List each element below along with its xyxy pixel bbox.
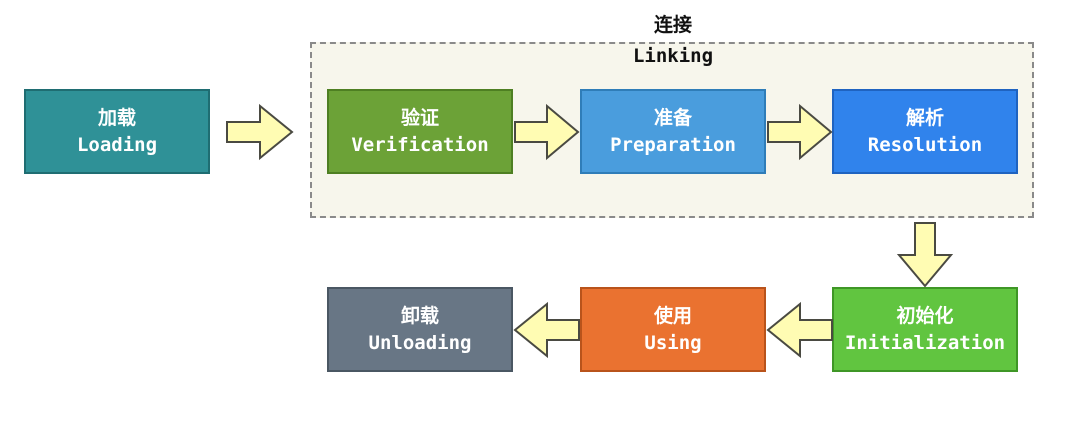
stage-resolution-en: Resolution [867, 133, 983, 156]
stage-initialization-zh: 初始化 [896, 304, 954, 327]
stage-unloading-en: Unloading [368, 331, 472, 354]
stage-initialization: 初始化 Initialization [832, 287, 1018, 372]
linking-title-zh: 连接 [653, 14, 692, 36]
arrow-preparation-to-resolution-icon [767, 103, 833, 161]
stage-loading: 加载 Loading [24, 89, 210, 174]
stage-verification-en: Verification [351, 133, 489, 156]
arrow-loading-to-linking-icon [226, 103, 294, 161]
stage-resolution: 解析 Resolution [832, 89, 1018, 174]
stage-initialization-en: Initialization [844, 331, 1006, 354]
arrow-initialization-to-using-icon [766, 301, 833, 359]
stage-unloading: 卸载 Unloading [327, 287, 513, 372]
stage-verification-zh: 验证 [400, 106, 439, 129]
stage-using: 使用 Using [580, 287, 766, 372]
stage-loading-en: Loading [76, 133, 158, 156]
stage-preparation: 准备 Preparation [580, 89, 766, 174]
stage-verification: 验证 Verification [327, 89, 513, 174]
arrow-resolution-to-initialization-icon [896, 222, 954, 288]
linking-title-en: Linking [632, 45, 714, 67]
stage-using-zh: 使用 [653, 304, 692, 327]
stage-unloading-zh: 卸载 [400, 304, 439, 327]
arrow-using-to-unloading-icon [513, 301, 580, 359]
stage-using-en: Using [644, 331, 702, 354]
stage-loading-zh: 加载 [97, 106, 136, 129]
stage-resolution-zh: 解析 [905, 106, 944, 129]
stage-preparation-zh: 准备 [653, 106, 692, 129]
arrow-verification-to-preparation-icon [514, 103, 580, 161]
stage-preparation-en: Preparation [610, 133, 736, 156]
